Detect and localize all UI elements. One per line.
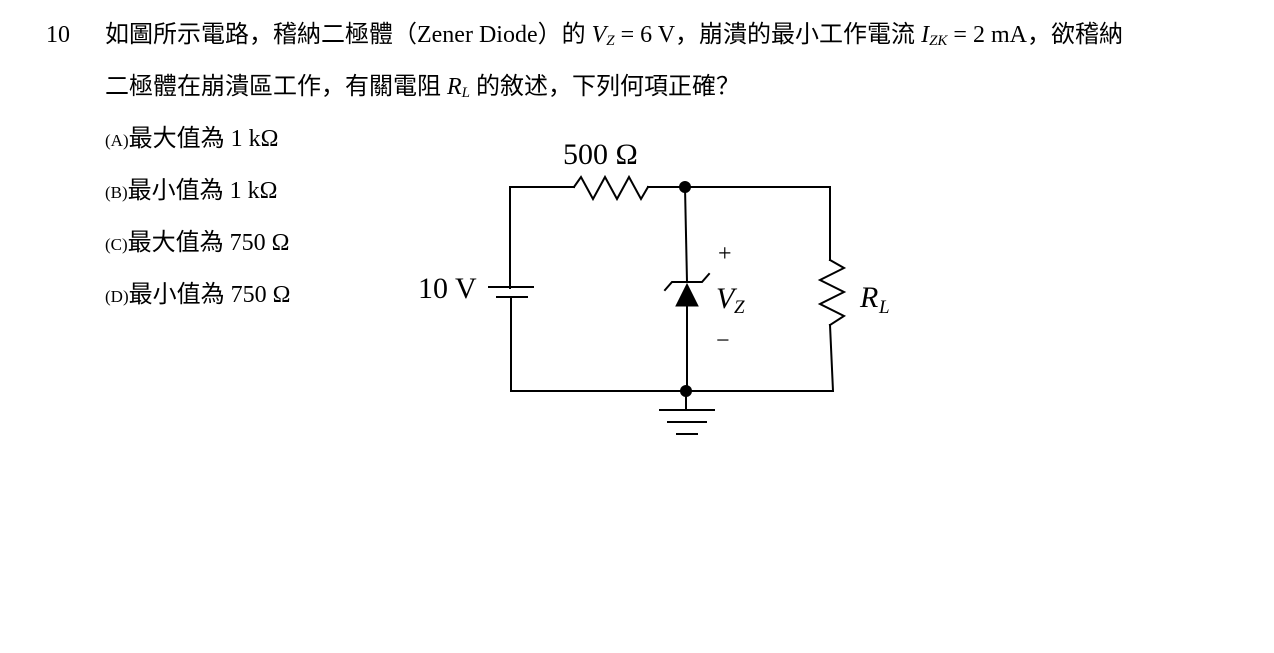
vz-symbol: V [591, 22, 607, 48]
zener-cathode-bar [663, 272, 711, 292]
option-b-label: (B) [105, 183, 128, 202]
load-resistor [817, 258, 847, 327]
wire-right-bottom [510, 297, 835, 392]
izk-subscript: ZK [929, 33, 948, 49]
option-c[interactable]: (C)最大值為 750 Ω [105, 228, 290, 260]
vz-subscript: Z [606, 33, 615, 49]
option-b-text: 最小值為 1 kΩ [127, 178, 278, 204]
option-b[interactable]: (B)最小值為 1 kΩ [105, 176, 278, 208]
junction-dot-top [679, 181, 691, 193]
option-c-text: 最大值為 750 Ω [127, 230, 290, 256]
zener-triangle [675, 282, 699, 307]
option-a[interactable]: (A)最大值為 1 kΩ [105, 124, 278, 156]
zener-voltage-subscript: Z [734, 297, 745, 318]
series-resistor-label: 500 Ω [563, 138, 638, 171]
zener-plus-sign: + [718, 241, 732, 267]
izk-symbol: I [921, 22, 930, 48]
source-voltage-label: 10 V [418, 272, 477, 305]
question-text-line-1: 如圖所示電路，稽納二極體（Zener Diode）的 VZ = 6 V，崩潰的最… [105, 20, 1123, 56]
option-d-text: 最小值為 750 Ω [128, 282, 291, 308]
load-resistor-symbol: R [859, 281, 878, 314]
option-c-label: (C) [105, 235, 128, 254]
zener-voltage-symbol: V [716, 282, 738, 315]
question-number: 10 [46, 22, 70, 48]
option-a-label: (A) [105, 131, 129, 150]
option-d[interactable]: (D)最小值為 750 Ω [105, 280, 290, 312]
load-resistor-subscript: L [878, 297, 890, 318]
option-a-text: 最大值為 1 kΩ [128, 126, 279, 152]
wire-top-left [509, 186, 575, 289]
question-text-part: 的敘述，下列何項正確？ [470, 74, 741, 100]
series-resistor [572, 174, 650, 202]
rl-symbol: R [447, 74, 462, 100]
wire-top-right [647, 186, 831, 261]
zener-minus-sign: − [716, 328, 730, 354]
option-d-label: (D) [105, 287, 129, 306]
wire-zener-top [683, 185, 689, 284]
question-text-part: 二極體在崩潰區工作，有關電阻 [105, 74, 447, 100]
question-text-part: = 2 mA，欲稽納 [947, 22, 1123, 48]
question-text-line-2: 二極體在崩潰區工作，有關電阻 RL 的敘述，下列何項正確？ [105, 72, 740, 108]
junction-dot-bottom [680, 385, 692, 397]
question-text-part: 如圖所示電路，稽納二極體（Zener Diode）的 [105, 22, 592, 48]
rl-subscript: L [461, 85, 471, 101]
question-text-part: = 6 V，崩潰的最小工作電流 [614, 22, 922, 48]
